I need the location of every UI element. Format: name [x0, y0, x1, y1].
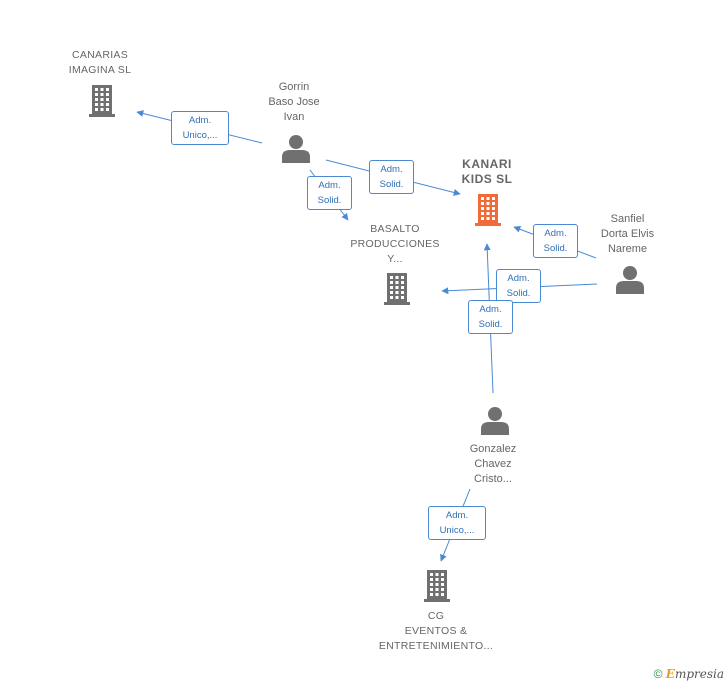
node-label-kanari[interactable]: KANARI KIDS SL [461, 157, 513, 186]
edge-label-gorrin-kanari[interactable]: Adm. Solid. [369, 160, 414, 194]
building-icon-kanari[interactable] [475, 194, 501, 226]
node-label-gonzalez[interactable]: Gonzalez Chavez Cristo... [469, 443, 517, 485]
building-icon-cg[interactable] [424, 570, 450, 602]
node-label-cg[interactable]: CG EVENTOS & ENTRETENIMIENTO... [378, 610, 494, 652]
node-label-gorrin[interactable]: Gorrin Baso Jose Ivan [268, 81, 320, 123]
brand-initial: E [665, 667, 675, 681]
person-icon-gonzalez[interactable] [481, 407, 509, 435]
node-label-canarias[interactable]: CANARIAS IMAGINA SL [68, 49, 132, 76]
node-label-basalto[interactable]: BASALTO PRODUCCIONES Y... [350, 223, 440, 265]
edge-label-sanfiel-basalto[interactable]: Adm. Solid. [496, 269, 541, 303]
copyright-icon: © [653, 667, 663, 681]
edge-label-gonzalez-kanari[interactable]: Adm. Solid. [468, 300, 513, 334]
person-icon-sanfiel[interactable] [616, 266, 644, 294]
brand-name: mpresia [674, 667, 724, 681]
edge-label-gonzalez-cg[interactable]: Adm. Unico,... [428, 506, 486, 540]
building-icon-canarias[interactable] [89, 85, 115, 117]
building-icon-basalto[interactable] [384, 273, 410, 305]
edge-label-sanfiel-kanari[interactable]: Adm. Solid. [533, 224, 578, 258]
brand-logo: Empresia [666, 667, 724, 681]
node-label-sanfiel[interactable]: Sanfiel Dorta Elvis Nareme [600, 213, 655, 255]
empresia-watermark: © Empresia [654, 667, 724, 681]
person-icon-gorrin[interactable] [282, 135, 310, 163]
edge-label-gorrin-canarias[interactable]: Adm. Unico,... [171, 111, 229, 145]
edge-label-gorrin-basalto[interactable]: Adm. Solid. [307, 176, 352, 210]
